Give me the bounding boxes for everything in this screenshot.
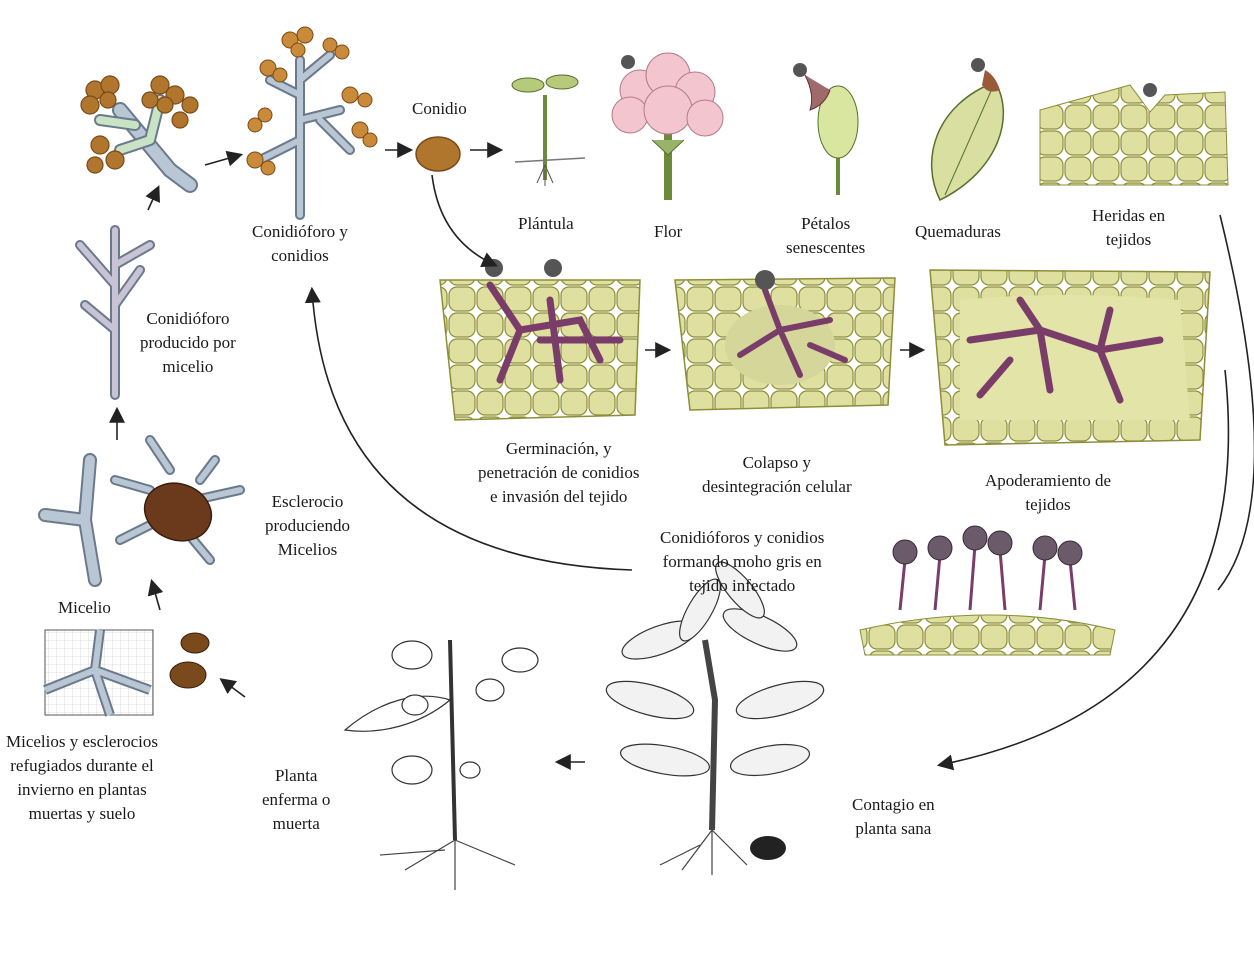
label-line: muertas y suelo [6,802,158,826]
label-conidioforo-conidios: Conidióforo y conidios [252,220,348,268]
arrow-up-1 [148,188,158,210]
conidiophore-with-conidia-icon [247,27,377,215]
label-line: planta sana [852,817,935,841]
label-line: muerta [262,812,330,836]
label-line: Colapso y [702,451,852,475]
label-line: Germinación, y [478,437,639,461]
label-line: producido por [140,331,236,355]
label-conidioforo-micelio: Conidióforo producido por micelio [140,307,236,379]
label-line: enferma o [262,788,330,812]
label-line: e invasión del tejido [478,485,639,509]
label-line: formando moho gris en [660,550,824,574]
label-line: Esclerocio [265,490,350,514]
gray-mold-icon [860,526,1115,655]
arrow-right-side-1 [1218,215,1254,590]
arrow-conidium-to-germination [432,175,495,265]
label-germinacion: Germinación, y penetración de conidios e… [478,437,639,509]
label-line: produciendo [265,514,350,538]
label-line: tejido infectado [660,574,824,598]
burned-leaf-icon [932,58,1004,200]
label-line: Micelios y esclerocios [6,730,158,754]
label-petalos: Pétalos senescentes [786,212,865,260]
mycelium-icon [45,460,95,580]
label-line: senescentes [786,236,865,260]
conidiophore-closeup-icon [81,76,198,185]
tissue-takeover-icon [930,270,1210,445]
label-moho-gris: Conidióforos y conidios formando moho gr… [660,526,824,598]
sclerotium-producing-mycelium-icon [115,440,240,560]
wounded-tissue-icon [1040,83,1228,185]
label-line: invierno en plantas [6,778,158,802]
label-conidio: Conidio [412,97,467,121]
label-contagio: Contagio en planta sana [852,793,935,841]
label-line: penetración de conidios [478,461,639,485]
label-colapso: Colapso y desintegración celular [702,451,852,499]
label-line: Contagio en [852,793,935,817]
label-line: Micelios [265,538,350,562]
overwintering-mycelium-icon [45,630,153,715]
flower-icon [612,53,723,200]
cell-collapse-tissue-icon [675,270,895,410]
arrow-to-conidiophore [205,155,240,165]
label-line: Heridas en [1092,204,1165,228]
label-line: refugiados durante el [6,754,158,778]
label-heridas: Heridas en tejidos [1092,204,1165,252]
label-line: Planta [262,764,330,788]
seedling-icon [512,75,585,186]
diseased-plant-icon [345,640,538,890]
label-planta-enferma: Planta enferma o muerta [262,764,330,836]
label-line: tejidos [985,493,1111,517]
arrow-up-3 [152,582,160,610]
label-line: desintegración celular [702,475,852,499]
label-line: micelio [140,355,236,379]
conidium-icon [416,137,460,171]
label-quemaduras: Quemaduras [915,220,1001,244]
label-line: conidios [252,244,348,268]
healthy-plant-icon [603,555,828,875]
label-line: Conidióforo [140,307,236,331]
overwintering-sclerotia-icon [170,633,209,688]
label-plantula: Plántula [518,212,574,236]
arrow-to-sclerotia [222,680,245,697]
label-line: tejidos [1092,228,1165,252]
label-micelio: Micelio [58,596,111,620]
label-line: Pétalos [786,212,865,236]
label-apoderamiento: Apoderamiento de tejidos [985,469,1111,517]
label-esclerocio: Esclerocio produciendo Micelios [265,490,350,562]
label-line: Conidióforo y [252,220,348,244]
germination-penetration-tissue-icon [440,259,640,420]
senescent-petals-icon [793,63,858,195]
label-refugiados: Micelios y esclerocios refugiados durant… [6,730,158,826]
label-flor: Flor [654,220,682,244]
label-line: Conidióforos y conidios [660,526,824,550]
label-line: Apoderamiento de [985,469,1111,493]
